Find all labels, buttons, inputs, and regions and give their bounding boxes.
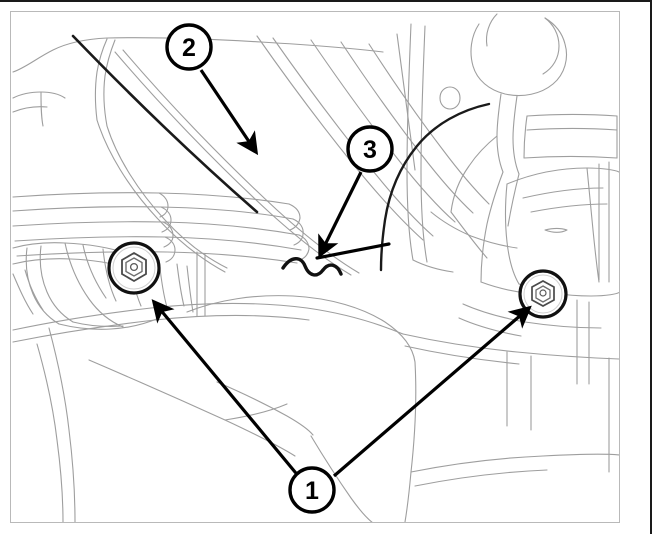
accent-hose-line [379, 102, 491, 272]
callout-bubble-1: 1 [288, 466, 336, 514]
leader-callout-1-right [332, 305, 532, 478]
leader-branch-lines [315, 242, 391, 260]
callout-3-label: 3 [363, 136, 377, 164]
page-border-right [650, 0, 652, 534]
callout-1-label: 1 [305, 477, 319, 505]
callout-2-label: 2 [182, 34, 196, 62]
page-border-top [0, 0, 652, 2]
callout-bubble-2: 2 [165, 23, 213, 71]
leader-callout-3-branch [315, 242, 391, 260]
retaining-clip-squiggle [281, 257, 343, 277]
illustration-frame: 2 3 1 818d3ce3 [10, 11, 620, 523]
leader-callout-3 [318, 171, 363, 259]
bolt-right [518, 269, 568, 319]
accent-structure-lines [71, 34, 259, 214]
callout-bubble-3: 3 [346, 125, 394, 173]
illustration-artwork: 2 3 1 [11, 12, 619, 522]
leader-callout-2 [199, 69, 259, 156]
leader-callout-1-left [151, 299, 302, 480]
bolt-left [107, 241, 161, 295]
leader-lines [151, 69, 532, 480]
part-id-label: 818d3ce3 [556, 520, 613, 522]
